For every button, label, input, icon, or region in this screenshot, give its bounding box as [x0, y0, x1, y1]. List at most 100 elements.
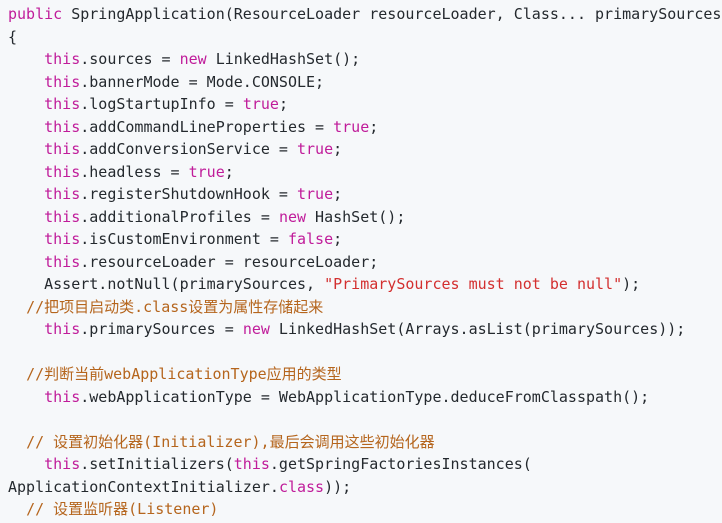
code-keyword: this — [44, 252, 81, 271]
code-keyword: this — [44, 72, 81, 91]
code-line — [8, 408, 722, 431]
code-block: public SpringApplication(ResourceLoader … — [8, 3, 722, 521]
code-line: this.isCustomEnvironment = false; — [8, 228, 722, 251]
code-text: ; — [333, 140, 343, 158]
code-indent — [8, 185, 44, 203]
code-line: public SpringApplication(ResourceLoader … — [8, 3, 722, 26]
code-indent — [8, 73, 44, 91]
code-text: .getSpringFactoriesInstances( — [269, 455, 532, 473]
code-indent — [8, 230, 44, 248]
code-line: { — [8, 26, 722, 49]
code-comment: //把项目启动类.class设置为属性存储起来 — [26, 297, 324, 316]
code-text: SpringApplication(ResourceLoader resourc… — [62, 5, 722, 23]
code-line: ApplicationContextInitializer.class)); — [8, 476, 722, 499]
code-keyword: class — [278, 477, 325, 496]
code-indent — [8, 95, 44, 113]
code-text: .isCustomEnvironment = — [80, 230, 288, 248]
code-line: this.setInitializers(this.getSpringFacto… — [8, 453, 722, 476]
code-indent — [8, 118, 44, 136]
code-keyword: true — [242, 95, 279, 113]
code-keyword: this — [44, 117, 81, 136]
code-indent — [8, 455, 44, 473]
code-keyword: public — [8, 5, 63, 23]
code-line: // 设置监听器(Listener) — [8, 498, 722, 521]
code-text: LinkedHashSet(); — [206, 50, 361, 68]
code-keyword: new — [278, 207, 307, 226]
code-text: .setInitializers( — [80, 455, 234, 473]
code-keyword: this — [44, 387, 81, 406]
code-text: ; — [278, 95, 288, 113]
code-comment: // 设置初始化器(Initializer),最后会调用这些初始化器 — [26, 432, 435, 451]
code-line: this.primarySources = new LinkedHashSet(… — [8, 318, 722, 341]
code-text: .sources = — [80, 50, 180, 68]
code-line: this.addConversionService = true; — [8, 138, 722, 161]
code-indent — [8, 500, 26, 518]
code-keyword: this — [44, 320, 81, 338]
code-line: this.addCommandLineProperties = true; — [8, 116, 722, 139]
code-comment: //判断当前webApplicationType应用的类型 — [26, 365, 342, 383]
code-indent — [8, 140, 44, 158]
code-keyword: this — [44, 207, 81, 226]
code-text: .additionalProfiles = — [80, 207, 279, 226]
code-text: ; — [224, 162, 234, 181]
code-text: )); — [324, 477, 352, 496]
code-text: { — [8, 27, 18, 46]
code-line: this.webApplicationType = WebApplication… — [8, 386, 722, 409]
code-keyword: this — [44, 50, 81, 68]
code-indent — [8, 208, 44, 226]
code-indent — [8, 365, 26, 383]
code-indent — [8, 388, 44, 406]
code-line: this.resourceLoader = resourceLoader; — [8, 251, 722, 274]
code-line: this.registerShutdownHook = true; — [8, 183, 722, 206]
code-keyword: true — [333, 117, 370, 136]
code-line: // 设置初始化器(Initializer),最后会调用这些初始化器 — [8, 431, 722, 454]
code-keyword: true — [188, 162, 225, 181]
code-line: this.headless = true; — [8, 161, 722, 184]
code-line: this.sources = new LinkedHashSet(); — [8, 48, 722, 71]
code-keyword: new — [179, 50, 207, 68]
code-text: .webApplicationType = WebApplicationType… — [80, 387, 650, 406]
code-keyword: this — [233, 455, 270, 473]
code-text: .logStartupInfo = — [80, 95, 243, 113]
code-text: LinkedHashSet(Arrays.asList(primarySourc… — [269, 320, 686, 338]
code-text: HashSet(); — [306, 207, 406, 226]
code-text: ); — [622, 275, 641, 293]
code-text: .addCommandLineProperties = — [80, 117, 334, 136]
code-text: .bannerMode = Mode.CONSOLE; — [80, 72, 325, 91]
code-text: .resourceLoader = resourceLoader; — [80, 252, 379, 271]
code-line: this.bannerMode = Mode.CONSOLE; — [8, 71, 722, 94]
code-text: .registerShutdownHook = — [80, 185, 297, 203]
code-line: this.additionalProfiles = new HashSet(); — [8, 206, 722, 229]
code-text: .addConversionService = — [80, 140, 297, 158]
code-indent — [8, 163, 44, 181]
code-line — [8, 341, 722, 364]
code-string: "PrimarySources must not be null" — [324, 275, 623, 293]
code-keyword: new — [242, 320, 270, 338]
code-indent — [8, 275, 44, 293]
code-indent — [8, 50, 44, 68]
code-indent — [8, 320, 44, 338]
code-text: ApplicationContextInitializer. — [8, 477, 279, 496]
code-line: Assert.notNull(primarySources, "PrimaryS… — [8, 273, 722, 296]
code-text: ; — [369, 117, 379, 136]
code-keyword: this — [44, 455, 81, 473]
code-indent — [8, 298, 26, 316]
code-text: .primarySources = — [80, 320, 243, 338]
code-keyword: false — [287, 230, 334, 248]
code-text: ; — [333, 185, 343, 203]
code-line: this.logStartupInfo = true; — [8, 93, 722, 116]
code-keyword: true — [297, 185, 334, 203]
code-comment: // 设置监听器(Listener) — [26, 500, 219, 518]
code-keyword: this — [44, 162, 81, 181]
code-line: //把项目启动类.class设置为属性存储起来 — [8, 296, 722, 319]
code-keyword: this — [44, 230, 81, 248]
code-text: .headless = — [80, 162, 189, 181]
code-keyword: this — [44, 185, 81, 203]
code-text: ; — [333, 230, 343, 248]
code-line: //判断当前webApplicationType应用的类型 — [8, 363, 722, 386]
code-text: Assert.notNull(primarySources, — [44, 275, 325, 293]
code-keyword: true — [297, 140, 334, 158]
code-keyword: this — [44, 140, 81, 158]
code-indent — [8, 253, 44, 271]
